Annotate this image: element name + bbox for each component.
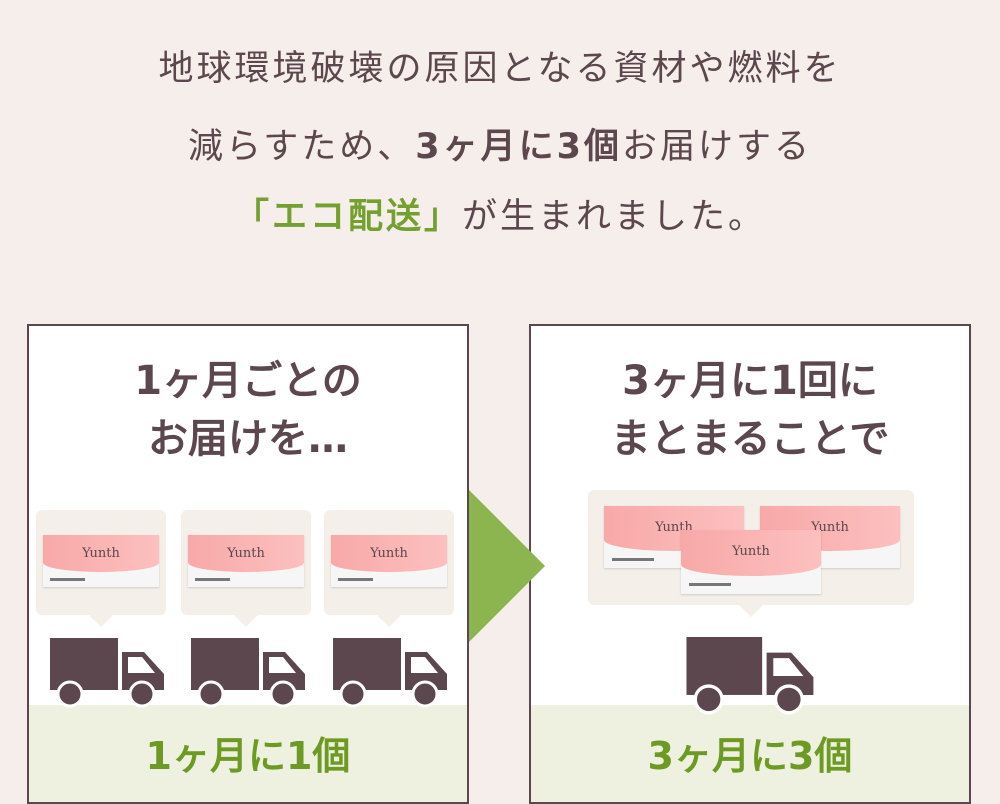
product-box: Yunth bbox=[331, 535, 447, 587]
headline-line-1: 地球環境破壊の原因となる資材や燃料を bbox=[158, 49, 842, 89]
product-box: Yunth bbox=[188, 535, 304, 587]
product-card: Yunth bbox=[36, 510, 166, 627]
arrow-right-icon bbox=[469, 490, 545, 642]
title-line: お届けを… bbox=[148, 416, 348, 462]
headline-line-3: 「エコ配送」が生まれました。 bbox=[0, 200, 1000, 235]
product-card: Yunth bbox=[324, 510, 454, 627]
truck-icon bbox=[686, 637, 816, 715]
product-box: Yunth bbox=[681, 530, 821, 594]
eco-delivery-highlight: 「エコ配送」 bbox=[233, 197, 462, 237]
product-logo: Yunth bbox=[732, 544, 770, 560]
product-logo: Yunth bbox=[370, 546, 408, 562]
title-line: 3ヶ月に1回に bbox=[622, 358, 878, 404]
product-logo: Yunth bbox=[82, 546, 120, 562]
panel-title: 1ヶ月ごとのお届けを… bbox=[29, 352, 467, 468]
headline-text: 減らすため、 bbox=[187, 127, 416, 167]
headline-emphasis: 3ヶ月に3個 bbox=[415, 127, 622, 167]
product-box: Yunth bbox=[604, 506, 744, 568]
panel-title: 3ヶ月に1回にまとまることで bbox=[531, 352, 969, 468]
product-box: Yunth bbox=[43, 535, 159, 587]
headline-line-2: 減らすため、3ヶ月に3個お届けする bbox=[0, 130, 1000, 165]
truck-icon bbox=[50, 638, 166, 708]
panel-footer-label: 1ヶ月に1個 bbox=[145, 734, 351, 778]
product-card-bundle: Yunth Yunth Yunth bbox=[588, 490, 914, 617]
product-logo: Yunth bbox=[227, 546, 265, 562]
truck-icon bbox=[333, 638, 449, 708]
title-line: まとまることで bbox=[610, 416, 890, 462]
product-card: Yunth bbox=[181, 510, 311, 627]
headline-text: が生まれました。 bbox=[462, 197, 767, 237]
footer-band bbox=[531, 705, 969, 802]
footer-band bbox=[29, 705, 467, 802]
panel-footer-label: 3ヶ月に3個 bbox=[647, 734, 853, 778]
title-line: 1ヶ月ごとの bbox=[134, 358, 362, 404]
headline-text: お届けする bbox=[622, 127, 813, 167]
truck-icon bbox=[191, 638, 307, 708]
